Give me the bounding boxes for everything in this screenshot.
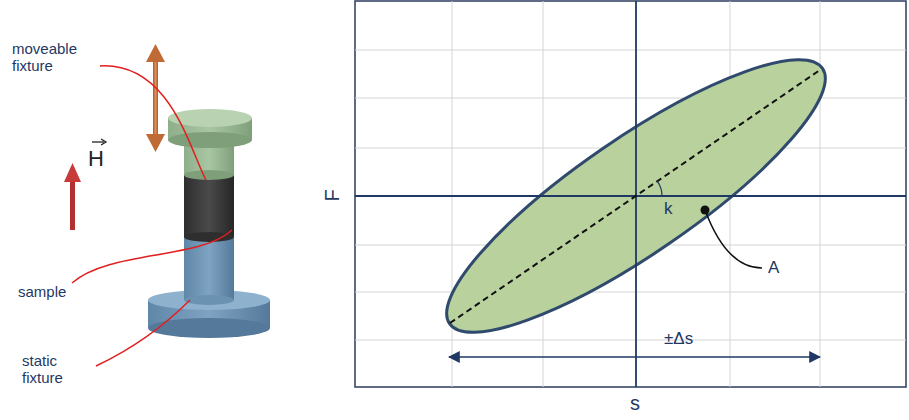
axis-label: s (630, 392, 640, 415)
leader-lines (72, 66, 232, 366)
angle-label: k (664, 199, 673, 219)
motion-arrow (146, 44, 165, 152)
part-label: static fixture (22, 352, 102, 387)
area-label: A (768, 258, 779, 278)
axis-label: F (321, 189, 344, 201)
moveable-fixture (168, 109, 252, 180)
static-fixture (148, 235, 270, 338)
field-arrow (64, 163, 81, 230)
part-label: sample (18, 283, 66, 300)
dimension-label: ±Δs (664, 329, 693, 349)
chart (355, 1, 906, 387)
sample (184, 175, 234, 242)
vector-arrow (92, 139, 106, 145)
field-symbol: H (88, 146, 104, 171)
part-label: moveable fixture (12, 40, 102, 75)
